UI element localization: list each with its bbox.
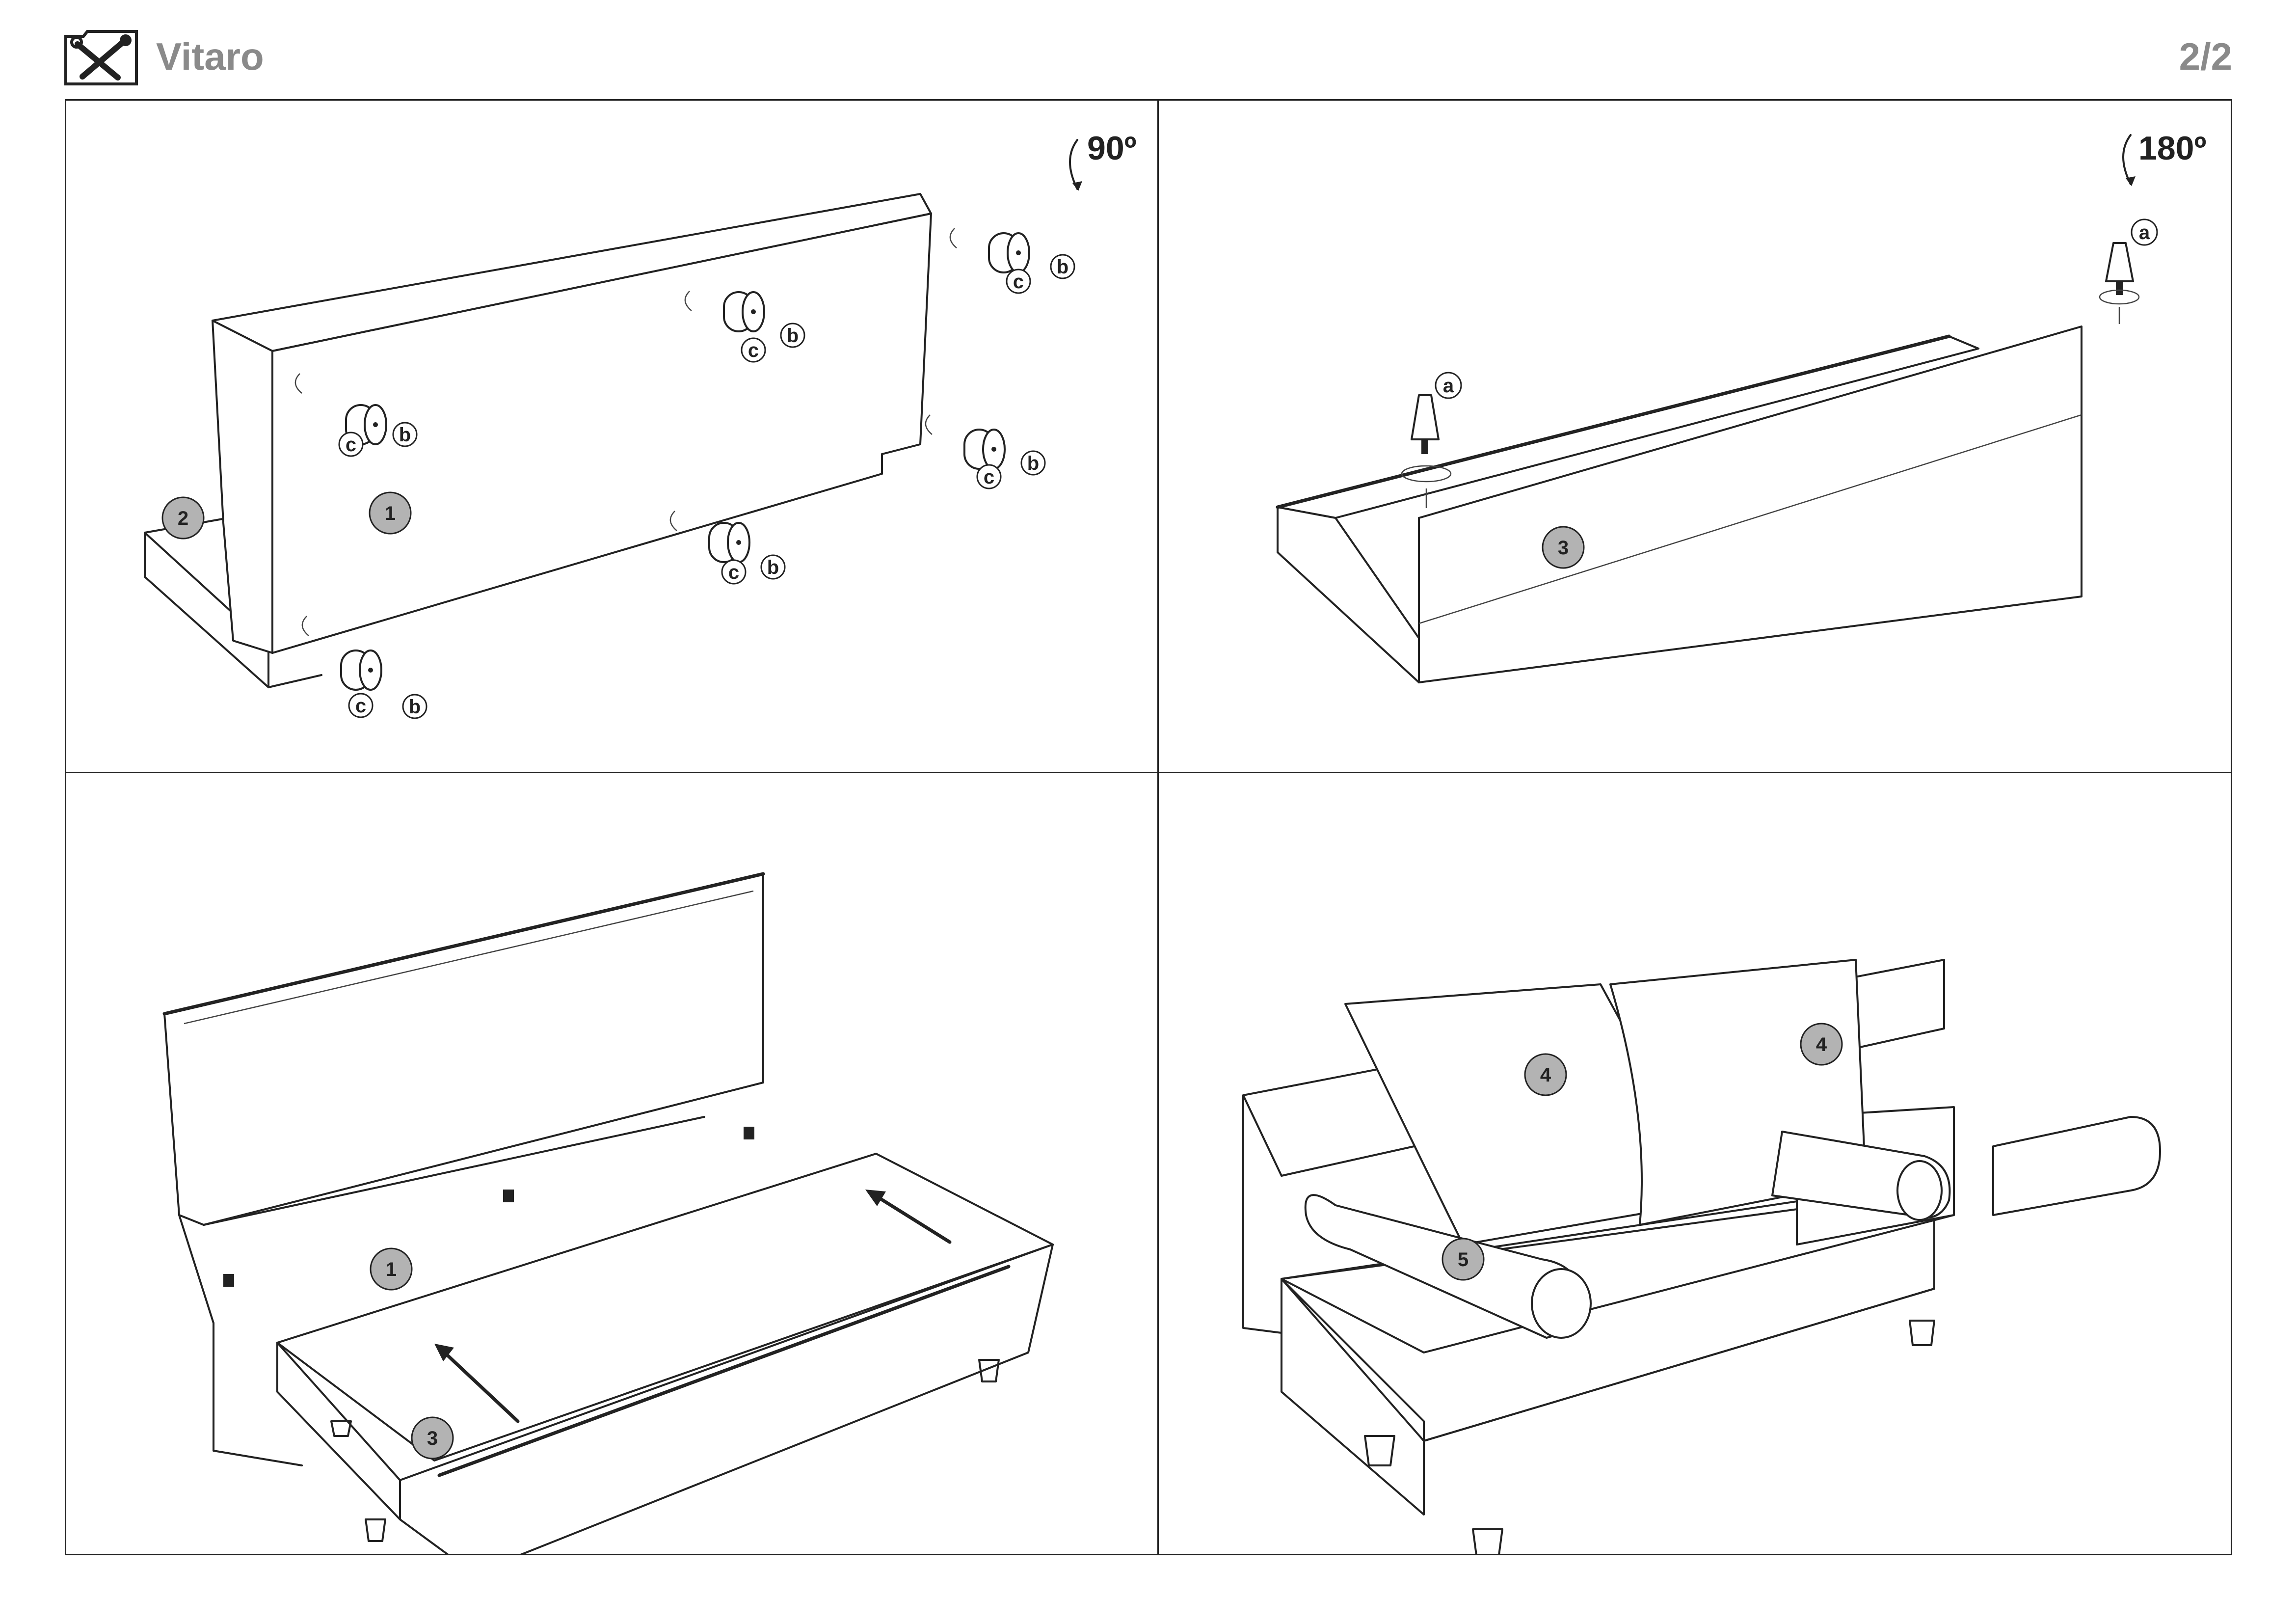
rotation-label: 180º [2138, 130, 2206, 167]
hw-label-c: c [1013, 271, 1024, 293]
rotate-arrow-icon [1069, 139, 1078, 190]
lamp-fixture [2099, 242, 2140, 324]
part-badge-4: 4 [1816, 1034, 1827, 1056]
hw-label-b: b [767, 557, 779, 578]
hw-label-b: b [1057, 256, 1068, 278]
hw-label-b: b [409, 696, 421, 718]
brand-title: Vitaro [156, 35, 264, 78]
hw-label-c: c [984, 466, 994, 488]
part-badge-3: 3 [1558, 537, 1569, 559]
step-panel-1: c b c b c b c b c b c b 1 2 90º [66, 101, 1159, 773]
hw-label-a: a [1443, 375, 1454, 397]
hw-label-c: c [748, 340, 759, 361]
part-badge-1: 1 [385, 503, 396, 524]
lamp-fixture [1401, 394, 1452, 508]
hw-label-a: a [2139, 222, 2150, 244]
hw-label-c: c [346, 434, 356, 456]
part-badge-1: 1 [386, 1259, 397, 1280]
rotation-label: 90º [1087, 130, 1136, 167]
page-number: 2/2 [2179, 35, 2232, 78]
part-badge-5: 5 [1458, 1249, 1468, 1271]
step-panel-2: a a 3 180º [1159, 101, 2231, 773]
part-badge-2: 2 [178, 508, 188, 529]
hw-label-b: b [399, 424, 411, 446]
step-panel-4: 4 4 5 5 [1159, 773, 2231, 1554]
hw-label-b: b [787, 325, 799, 347]
hw-label-c: c [355, 695, 366, 717]
hw-label-c: c [728, 562, 739, 583]
instruction-grid: c b c b c b c b c b c b 1 2 90º [65, 99, 2232, 1555]
part-badge-4: 4 [1540, 1064, 1551, 1086]
tools-icon [64, 30, 138, 85]
rotate-arrow-icon [2122, 134, 2132, 185]
step-panel-3: 1 3 [66, 773, 1159, 1554]
part-badge-3: 3 [427, 1428, 438, 1449]
hw-label-b: b [1027, 453, 1039, 474]
feet-set [340, 232, 1030, 691]
